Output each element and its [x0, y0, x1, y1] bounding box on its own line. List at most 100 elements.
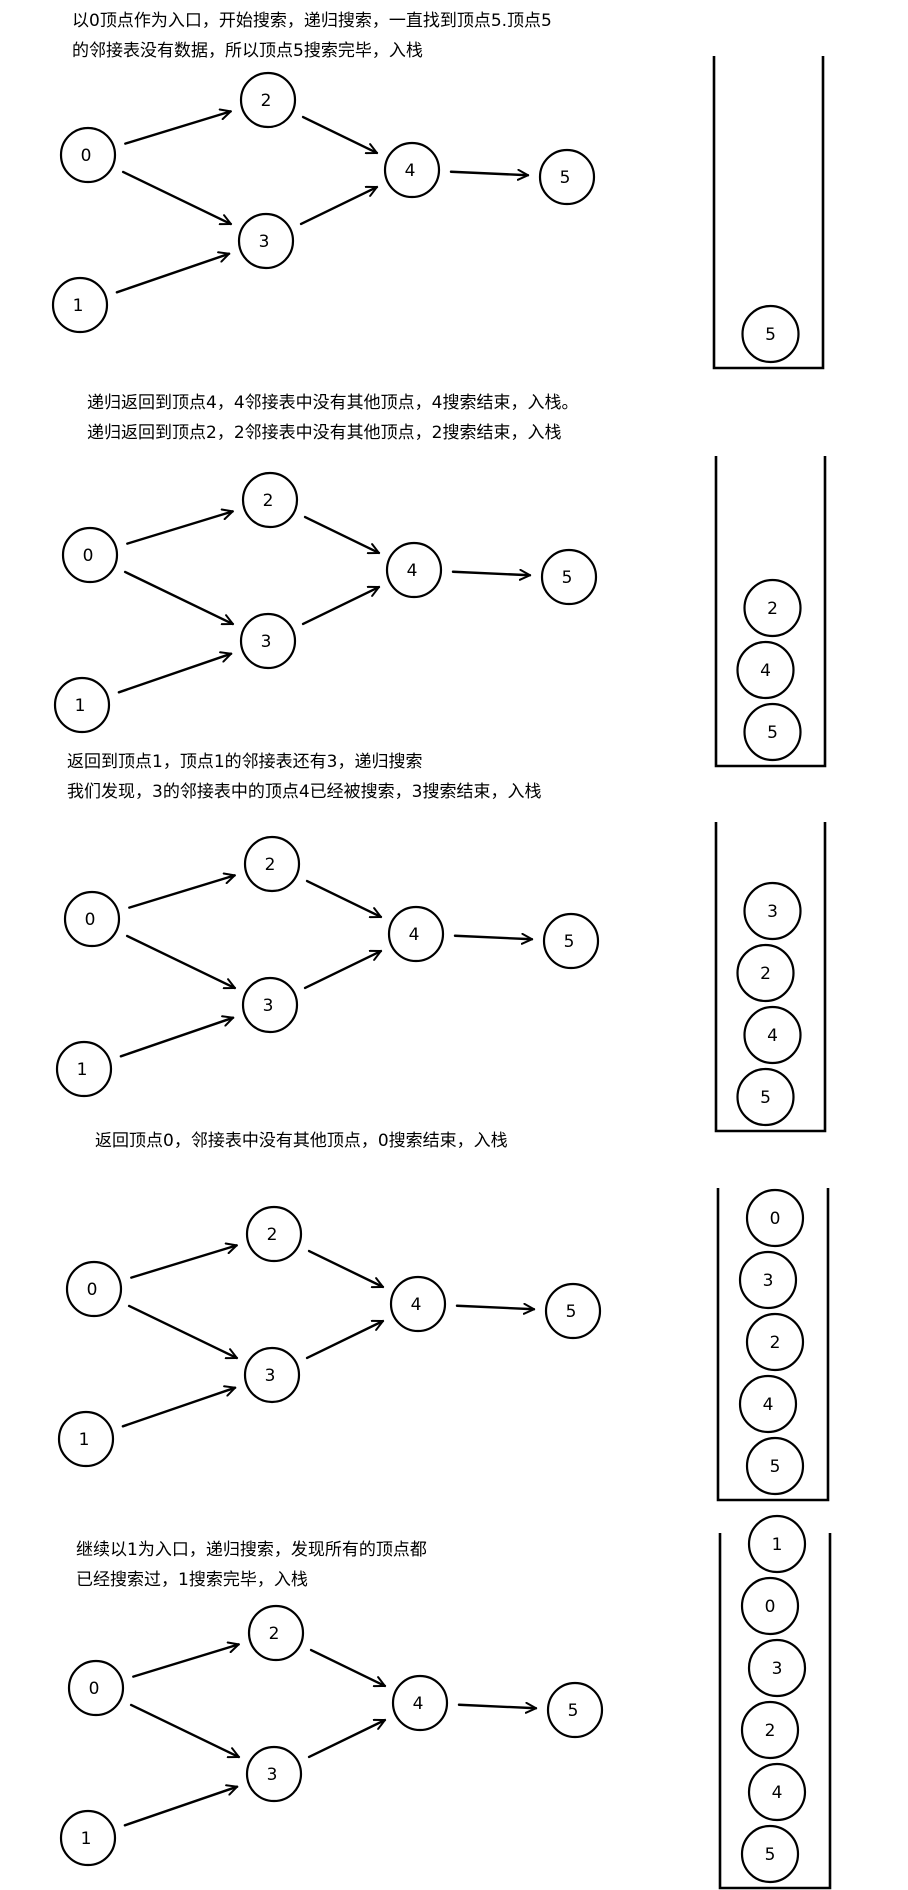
stack-item-circle	[740, 1824, 800, 1884]
stack-5-container	[718, 1533, 832, 1890]
stack-item-circle	[740, 1576, 800, 1636]
node-1-circle	[55, 1040, 113, 1098]
node-4-circle	[385, 541, 443, 599]
node-0-label: 0	[87, 1280, 98, 1300]
node-0-label: 0	[83, 546, 94, 566]
node-1-label: 1	[75, 696, 86, 716]
node-1: 1	[51, 276, 109, 334]
node-1-label: 1	[79, 1430, 90, 1450]
stack-item-label: 2	[760, 964, 771, 984]
stack-item-label: 5	[765, 325, 776, 345]
node-4-label: 4	[413, 1694, 424, 1714]
node-1: 1	[59, 1809, 117, 1867]
edge-1-3-arrow	[121, 1385, 237, 1428]
stack-3-item-4: 4	[743, 1005, 802, 1065]
node-2-circle	[245, 1205, 303, 1263]
stack-item-circle	[738, 1250, 798, 1310]
stack-item-label: 1	[772, 1535, 783, 1555]
node-3-label: 3	[259, 232, 270, 252]
node-5: 5	[538, 148, 596, 206]
step-2-caption-line-1: 递归返回到顶点4，4邻接表中没有其他顶点，4搜索结束，入栈。	[87, 393, 579, 413]
edge-0-2-arrow	[126, 508, 234, 545]
step-3-caption-line-1: 返回到顶点1，顶点1的邻接表还有3，递归搜索	[67, 752, 423, 772]
step-1-panel: 0 1 2 3 4 5 5	[51, 56, 825, 370]
node-2-label: 2	[261, 91, 272, 111]
step-2-caption-line-2: 递归返回到顶点2，2邻接表中没有其他顶点，2搜索结束，入栈	[87, 423, 562, 443]
step-1-caption-line-2: 的邻接表没有数据，所以顶点5搜索完毕，入栈	[72, 41, 423, 61]
edge-3-4-arrow	[305, 1319, 385, 1360]
node-4: 4	[387, 905, 445, 963]
stack-4-container	[716, 1188, 830, 1502]
node-2-circle	[239, 71, 297, 129]
stack-item-label: 4	[763, 1395, 774, 1415]
node-4-label: 4	[405, 161, 416, 181]
edge-0-2-arrow	[128, 872, 236, 909]
node-2: 2	[239, 71, 297, 129]
step-4-caption-line-1: 返回顶点0，邻接表中没有其他顶点，0搜索结束，入栈	[95, 1131, 508, 1151]
stack-item-label: 5	[767, 723, 778, 743]
edge-0-3-arrow	[125, 934, 237, 990]
node-5-circle	[538, 148, 596, 206]
stack-item-label: 4	[772, 1783, 783, 1803]
stack-5-item-4: 4	[747, 1762, 807, 1822]
node-4-circle	[383, 141, 441, 199]
node-3-label: 3	[261, 632, 272, 652]
stack-item-label: 2	[767, 599, 778, 619]
node-0-label: 0	[81, 146, 92, 166]
node-1-circle	[51, 276, 109, 334]
node-1-circle	[57, 1410, 115, 1468]
node-1-circle	[53, 676, 111, 734]
edge-4-5-arrow	[457, 1701, 538, 1714]
stack-item-label: 5	[770, 1457, 781, 1477]
node-0-circle	[61, 526, 119, 584]
node-3: 3	[243, 1346, 301, 1404]
step-1-caption-line-1: 以0顶点作为入口，开始搜索，递归搜索，一直找到顶点5.顶点5	[72, 11, 552, 31]
stack-item-label: 3	[763, 1271, 774, 1291]
stack-item-circle	[736, 640, 795, 700]
node-1: 1	[53, 676, 111, 734]
stack-item-circle	[743, 578, 802, 638]
node-3-label: 3	[263, 996, 274, 1016]
node-0-circle	[59, 126, 117, 184]
stack-item-circle	[743, 881, 802, 941]
step-3-caption: 返回到顶点1，顶点1的邻接表还有3，递归搜索 我们发现，3的邻接表中的顶点4已经…	[67, 747, 541, 807]
node-2-circle	[243, 835, 301, 893]
node-4-circle	[387, 905, 445, 963]
stack-4-item-2: 2	[745, 1312, 805, 1372]
node-2-label: 2	[269, 1624, 280, 1644]
stack-item-circle	[747, 1638, 807, 1698]
stack-item-circle	[740, 1700, 800, 1760]
edge-2-4-arrow	[309, 1648, 387, 1688]
stack-5-item-5: 5	[740, 1824, 800, 1884]
edge-2-4-arrow	[301, 115, 379, 155]
step-5-caption: 继续以1为入口，递归搜索，发现所有的顶点都 已经搜索过，1搜索完毕，入栈	[76, 1535, 427, 1595]
node-1-circle	[59, 1809, 117, 1867]
stack-item-label: 3	[772, 1659, 783, 1679]
stack-item-circle	[745, 1436, 805, 1496]
node-0: 0	[61, 526, 119, 584]
stack-2-item-5: 5	[743, 702, 802, 762]
stack-item-label: 4	[760, 661, 771, 681]
step-5-caption-line-2: 已经搜索过，1搜索完毕，入栈	[76, 1570, 308, 1590]
edge-1-3-arrow	[119, 1015, 235, 1058]
stack-3-container	[714, 822, 827, 1133]
node-4-label: 4	[411, 1295, 422, 1315]
stack-item-label: 3	[767, 902, 778, 922]
node-5: 5	[546, 1681, 604, 1739]
stack-2-container	[714, 456, 827, 768]
stack-3-item-5: 5	[736, 1067, 795, 1127]
node-3-circle	[237, 212, 295, 270]
edge-0-2-arrow	[124, 108, 232, 145]
node-5-label: 5	[562, 568, 573, 588]
stack-1-container	[712, 56, 825, 370]
edge-2-4-arrow	[307, 1249, 385, 1289]
node-1-label: 1	[77, 1060, 88, 1080]
node-0-circle	[63, 890, 121, 948]
node-4-circle	[389, 1275, 447, 1333]
edge-0-3-arrow	[121, 170, 233, 226]
stack-item-circle	[736, 1067, 795, 1127]
node-2-circle	[247, 1604, 305, 1662]
edge-0-2-arrow	[132, 1641, 240, 1678]
